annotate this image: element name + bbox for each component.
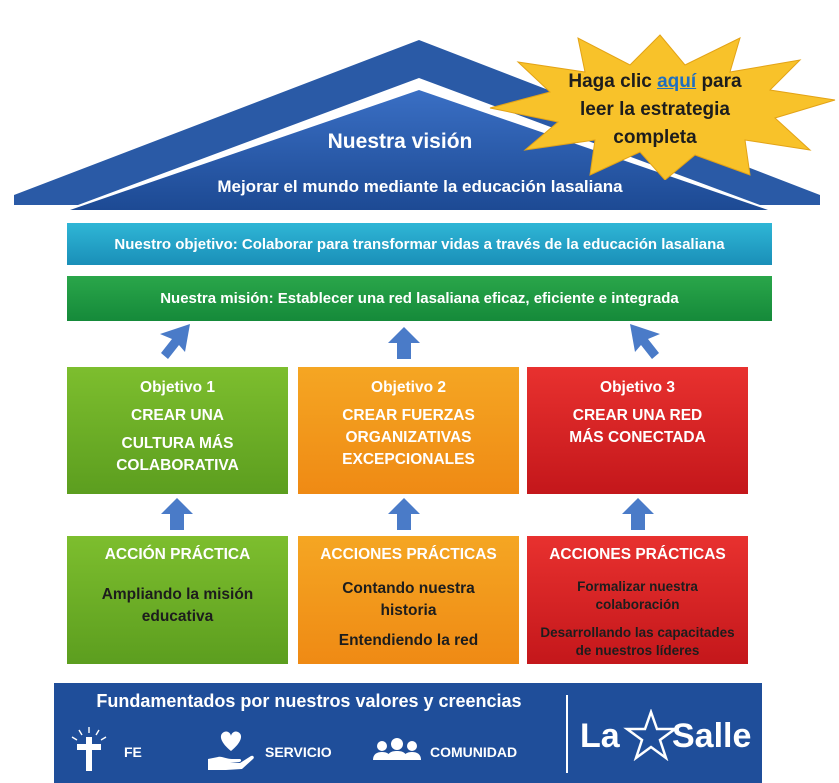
starburst-callout[interactable] <box>480 30 839 180</box>
objective-band: Nuestro objetivo: Colaborar para transfo… <box>67 223 772 265</box>
cross-icon <box>71 727 107 771</box>
goal-box-1: Objetivo 1 CREAR UNA CULTURA MÁS COLABOR… <box>67 367 288 494</box>
goal-label: Objetivo 3 <box>600 379 675 396</box>
foundation-base: Fundamentados por nuestros valores y cre… <box>54 683 762 783</box>
starburst-text[interactable]: Haga clic aquí para leer la estrategia c… <box>555 68 755 152</box>
action-item: Desarrollando las capacitades <box>540 625 735 640</box>
goal-line: CREAR UNA <box>131 407 224 424</box>
goal-line: CREAR UNA RED <box>572 407 703 424</box>
callout-prefix: Haga clic <box>568 71 658 92</box>
hand-heart-icon <box>208 731 254 770</box>
action-head: ACCIONES PRÁCTICAS <box>320 546 497 563</box>
action-head: ACCIONES PRÁCTICAS <box>549 546 726 563</box>
read-strategy-link[interactable]: aquí <box>657 71 697 92</box>
foundation-title: Fundamentados por nuestros valores y cre… <box>96 691 522 711</box>
action-item: Ampliando la misión <box>101 586 254 603</box>
action-box-1: ACCIÓN PRÁCTICA Ampliando la misión educ… <box>67 536 288 664</box>
goal-line: MÁS CONECTADA <box>569 429 706 446</box>
arrow-up-icon <box>622 498 654 530</box>
action-item: Formalizar nuestra <box>577 579 698 594</box>
vision-title: Nuestra visión <box>327 130 473 153</box>
action-box-3: ACCIONES PRÁCTICAS Formalizar nuestra co… <box>527 536 748 664</box>
action-item: educativa <box>141 608 214 625</box>
goal-line: EXCEPCIONALES <box>342 451 475 468</box>
action-box-2: ACCIONES PRÁCTICAS Contando nuestra hist… <box>298 536 519 664</box>
arrow-up-icon <box>160 324 190 359</box>
goal-box-2: Objetivo 2 CREAR FUERZAS ORGANIZATIVAS E… <box>298 367 519 494</box>
action-item: de nuestros líderes <box>575 643 700 658</box>
arrow-up-icon <box>388 498 420 530</box>
star-logo-icon <box>623 709 679 761</box>
logo-la: La <box>580 717 620 755</box>
value-comunidad: COMUNIDAD <box>430 744 518 760</box>
goal-box-3: Objetivo 3 CREAR UNA RED MÁS CONECTADA <box>527 367 748 494</box>
goal-line: CREAR FUERZAS <box>342 407 475 424</box>
value-fe: FE <box>124 744 142 760</box>
arrow-up-icon <box>630 324 660 359</box>
goal-label: Objetivo 1 <box>140 379 215 396</box>
callout-suffix: para <box>696 71 742 92</box>
arrow-up-icon <box>161 498 193 530</box>
goal-line: CULTURA MÁS <box>121 435 234 452</box>
action-item: colaboración <box>595 597 680 612</box>
mission-band: Nuestra misión: Establecer una red lasal… <box>67 276 772 321</box>
goal-label: Objetivo 2 <box>371 379 446 396</box>
goal-line: COLABORATIVA <box>116 457 239 474</box>
action-item: Contando nuestra <box>342 580 475 597</box>
action-head: ACCIÓN PRÁCTICA <box>104 546 251 563</box>
vision-statement: Mejorar el mundo mediante la educación l… <box>217 177 623 196</box>
callout-line-3: completa <box>613 127 697 148</box>
callout-line-2: leer la estrategia <box>580 99 730 120</box>
goal-line: ORGANIZATIVAS <box>345 429 472 446</box>
community-icon <box>373 738 421 760</box>
house-roof <box>14 40 820 210</box>
action-item: Entendiendo la red <box>338 632 479 649</box>
logo-salle: Salle <box>672 717 752 755</box>
value-servicio: SERVICIO <box>265 744 332 760</box>
action-item: historia <box>380 602 437 619</box>
arrow-up-icon <box>388 327 420 359</box>
divider <box>566 695 568 773</box>
